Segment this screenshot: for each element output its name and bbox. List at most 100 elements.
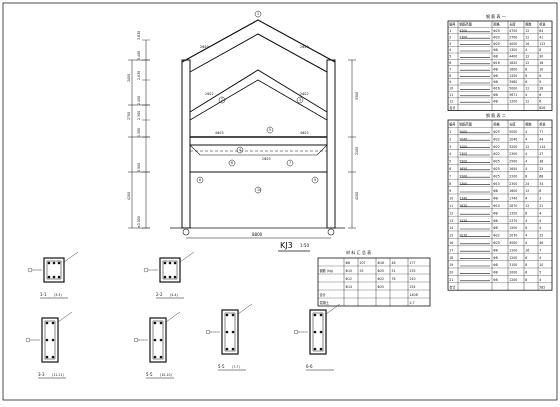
table-cell: 4: [525, 241, 527, 245]
summary-cell: 混凝土: [320, 300, 330, 305]
summary-cell: 210: [410, 277, 416, 281]
rebar-dot: [173, 275, 177, 279]
table-cell: 2300: [509, 152, 517, 156]
rebar-dot: [313, 347, 317, 351]
table-cell: 8: [525, 211, 527, 215]
table-cell: 2870: [459, 204, 467, 208]
section-label: 2-2: [156, 292, 163, 297]
marker-number: 1: [257, 12, 259, 16]
table-cell: Φ16: [493, 87, 500, 91]
table-cell: Φ8: [493, 48, 498, 52]
dimension-value: 3300: [355, 92, 359, 100]
table-cell: 4: [525, 137, 527, 141]
table-cell: 2070: [459, 234, 467, 238]
table-cell: Φ25: [493, 241, 500, 245]
section-outline: [309, 309, 327, 355]
table-cell: 582: [539, 285, 545, 289]
table-cell: 77: [539, 130, 543, 134]
leader: [165, 311, 181, 323]
table-cell: 4: [525, 152, 527, 156]
table-cell: 2040: [509, 137, 517, 141]
table-cell: 3: [539, 197, 541, 201]
table-cell: Φ8: [493, 211, 498, 215]
rebar-dot: [51, 355, 55, 359]
table-cell: 11: [449, 204, 453, 208]
table-header-cell: 根数: [525, 122, 532, 127]
stirrup: [312, 312, 324, 352]
summary-cell: 55: [360, 269, 364, 273]
dimension-value: 4200: [355, 192, 359, 200]
table-cell: 5000: [509, 130, 517, 134]
table-cell: 3: [449, 145, 451, 149]
table-cell: 4: [539, 219, 541, 223]
rebar-dot: [153, 338, 157, 342]
rebar-dot: [47, 261, 51, 265]
table-cell: Φ25: [493, 167, 500, 171]
table-cell: 4: [539, 256, 541, 260]
table-cell: 1300: [509, 48, 517, 52]
section-label: 5-5: [218, 364, 225, 369]
table-cell: 5000: [459, 130, 467, 134]
section-label: 5-5: [146, 372, 153, 377]
table-cell: 10: [539, 263, 543, 267]
leader: [57, 311, 73, 323]
rebar-dot: [52, 275, 56, 279]
sheet-border: [2, 2, 558, 401]
summary-cell: Φ16: [378, 261, 385, 265]
rebar-dot: [168, 275, 172, 279]
table-cell: Φ8: [493, 271, 498, 275]
table-cell: 合计: [449, 284, 456, 289]
summary-cell: Φ12: [346, 277, 353, 281]
table-cell: 6: [539, 74, 541, 78]
marker-circle: [196, 176, 204, 184]
table-cell: Φ8: [493, 197, 498, 201]
table-cell: 合计: [449, 105, 456, 110]
roof-inner: [189, 33, 328, 73]
marker-circle: [286, 159, 294, 167]
summary-cell: Φ10: [346, 269, 353, 273]
marker-number: 3: [299, 98, 301, 102]
leader: [63, 251, 79, 263]
summary-cell: Φ25: [378, 285, 385, 289]
roof-outer: [181, 19, 336, 63]
table-cell: 3000: [509, 241, 517, 245]
summary-cell: 合计: [320, 292, 327, 297]
leader: [237, 303, 253, 315]
rebar-dot: [45, 355, 49, 359]
table-cell: Φ8: [493, 93, 498, 97]
left-column: [181, 59, 191, 229]
section-label: 6-6: [306, 364, 313, 369]
bottom-dimension: 8800: [252, 232, 263, 237]
rebar-dot: [173, 261, 177, 265]
table-cell: 18: [539, 61, 543, 65]
marker-number: 6: [231, 161, 233, 165]
table-cell: 2370: [459, 219, 467, 223]
rebar-dot: [159, 338, 163, 342]
table-cell: 13: [449, 219, 453, 223]
table-cell: 9: [449, 80, 451, 84]
table-cell: 12: [449, 99, 453, 103]
inner-slope: [189, 69, 328, 113]
table-cell: 8: [539, 48, 541, 52]
table-cell: 1: [449, 130, 451, 134]
table-cell: 3200: [459, 145, 467, 149]
beam-rebar-label: 2Φ20: [300, 45, 309, 49]
summary-cell: 235: [410, 269, 416, 273]
rebar-dot: [51, 321, 55, 325]
summary-cell: 钢筋 (kg): [320, 268, 334, 273]
table-cell: 25: [539, 234, 543, 238]
table-cell: 2040: [459, 137, 467, 141]
table-cell: 12: [525, 61, 529, 65]
table-cell: 25: [539, 167, 543, 171]
table-header-cell: 规格: [493, 22, 500, 27]
table-cell: Φ25: [493, 160, 500, 164]
rebar-dot: [57, 261, 61, 265]
table-cell: 4: [539, 278, 541, 282]
table-cell: 7: [449, 174, 451, 178]
table-cell: 2: [449, 137, 451, 141]
table-cell: 8: [449, 182, 451, 186]
table-cell: 24: [525, 182, 529, 186]
table-cell: 4400: [509, 55, 517, 59]
table-cell: 8: [525, 67, 527, 71]
